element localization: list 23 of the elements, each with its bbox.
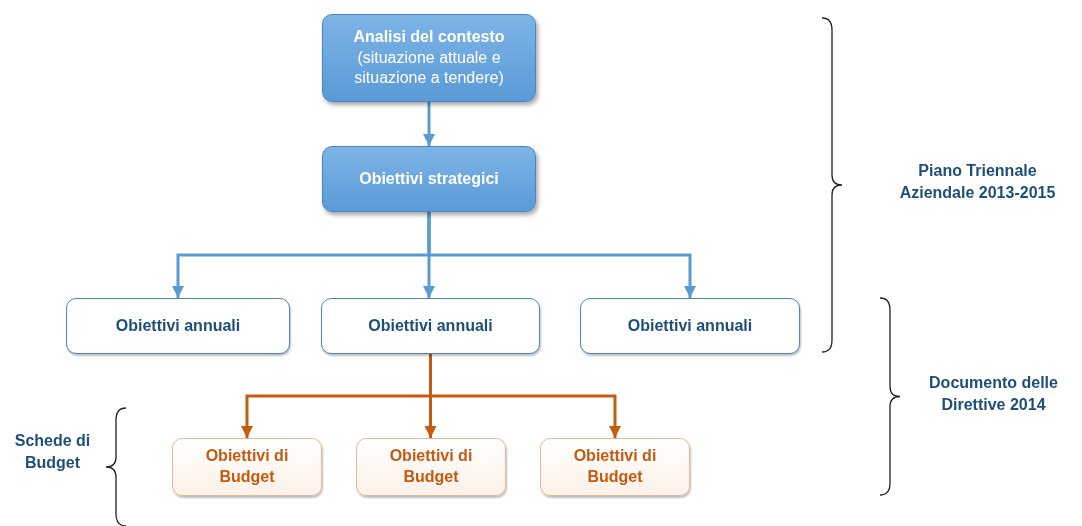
box-text: Obiettivi di Budget <box>388 446 474 487</box>
process-box <box>322 146 536 212</box>
box-text: Obiettivi annuali <box>627 315 753 336</box>
arrow <box>429 354 621 438</box>
process-box <box>356 438 506 496</box>
arrow <box>427 212 696 298</box>
brace-label: Schede di Budget <box>13 431 92 474</box>
process-box <box>172 438 322 496</box>
process-box <box>66 298 290 354</box>
box-text: Obiettivi annuali <box>368 315 493 336</box>
process-box <box>321 298 540 354</box>
brace-label: Piano Triennale Aziendale 2013-2015 <box>898 161 1057 204</box>
box-text: Obiettivi annuali <box>115 315 241 336</box>
brace-label: Documento delle Direttive 2014 <box>928 373 1059 416</box>
process-box <box>580 298 800 354</box>
box-text: (situazione attuale e situazione a tendere) <box>353 47 505 89</box>
box-text: Obiettivi di Budget <box>572 446 658 487</box>
process-box <box>322 14 536 102</box>
process-box <box>540 438 690 496</box>
box-text: Analisi del contesto <box>353 26 505 47</box>
box-text: Obiettivi strategici <box>359 168 499 189</box>
box-text: Obiettivi di Budget <box>204 446 290 487</box>
arrow <box>423 102 435 146</box>
